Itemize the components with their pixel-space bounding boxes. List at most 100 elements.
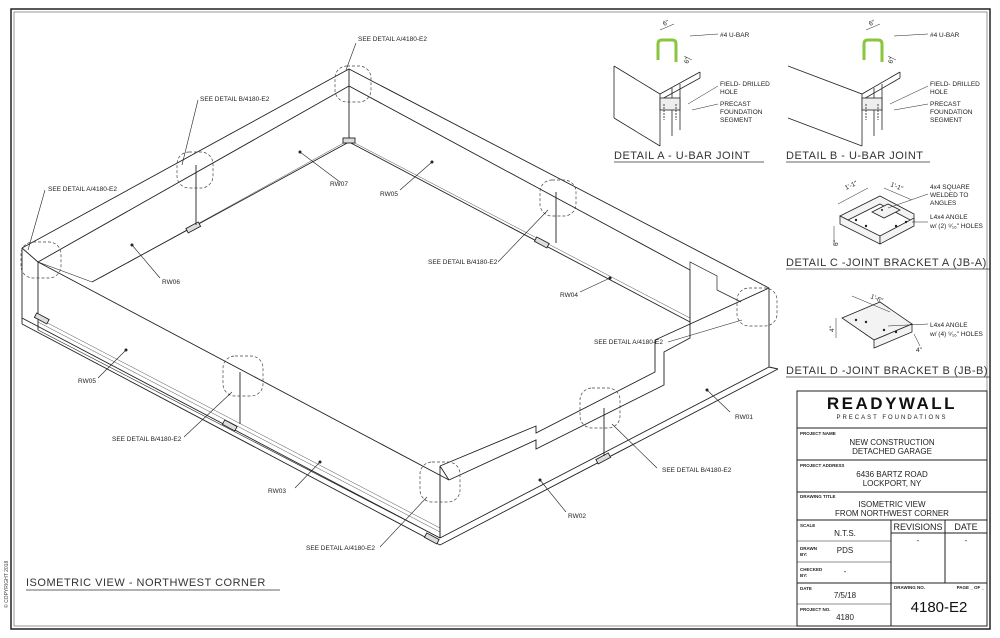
callout-detail-a-top: SEE DETAIL A/4180-E2 xyxy=(358,36,427,43)
callout-detail-b-left: SEE DETAIL B/4180-E2 xyxy=(112,436,182,443)
page-of-label: PAGE _ OF _ xyxy=(957,585,985,590)
revision-entry: - xyxy=(917,536,920,545)
project-no-label: PROJECT NO. xyxy=(800,607,831,612)
detail-d-dim-w: 4" xyxy=(916,347,923,354)
west-wall-guide-1 xyxy=(37,317,441,529)
panel-label-rw02: RW02 xyxy=(568,513,586,520)
west-wall-guide-2 xyxy=(37,321,441,533)
drawing-no-label: DRAWING NO. xyxy=(894,585,925,590)
callout-detail-a-right: SEE DETAIL A/4180-E2 xyxy=(594,339,663,346)
detail-c-sq-label-3: ANGLES xyxy=(930,200,957,207)
detail-a-seg-label-2: FOUNDATION xyxy=(720,109,763,116)
checked-by-label-2: BY: xyxy=(800,573,808,578)
detail-a: 6" 6" #4 U-BAR FIELD- DRILLED HOLE PRECA… xyxy=(613,19,770,163)
detail-d: 1'-6" 4" 4" L4x4 ANGLE w/ (4) ⁹⁄₁₆" HOLE… xyxy=(786,293,990,378)
north-wall-step xyxy=(689,261,742,303)
address-line-2: LOCKPORT, NY xyxy=(863,479,922,488)
joint-bracket xyxy=(33,312,50,325)
panel-label-rw05-top: RW05 xyxy=(380,191,398,198)
project-name-line-2: DETACHED GARAGE xyxy=(852,447,932,456)
drawing-number: 4180-E2 xyxy=(911,599,968,616)
detail-b-seg-label-2: FOUNDATION xyxy=(930,109,973,116)
view-title: ISOMETRIC VIEW - NORTHWEST CORNER xyxy=(26,577,266,589)
detail-circle xyxy=(20,241,62,279)
detail-a-title: DETAIL A - U-BAR JOINT xyxy=(614,150,750,162)
detail-c-dim-right: 1'-1" xyxy=(889,181,904,193)
sw-corner-top xyxy=(439,465,450,481)
leader-lines xyxy=(27,42,743,548)
address-line-1: 6436 BARTZ ROAD xyxy=(856,470,928,479)
detail-circle xyxy=(539,179,577,217)
drawing-title-line-1: ISOMETRIC VIEW xyxy=(858,500,926,509)
detail-c-sq-label-2: WELDED TO xyxy=(930,192,968,199)
detail-circles xyxy=(20,65,778,503)
detail-a-dim-top: 6" xyxy=(662,19,671,28)
revision-date-entry: - xyxy=(965,536,968,545)
detail-a-hole-label-1: FIELD- DRILLED xyxy=(720,81,770,88)
south-wall-footing-end xyxy=(768,366,779,370)
panel-label-rw04: RW04 xyxy=(560,292,578,299)
project-name-label: PROJECT NAME xyxy=(800,431,836,436)
scale-value: N.T.S. xyxy=(834,529,856,538)
drawing-title-line-2: FROM NORTHWEST CORNER xyxy=(835,509,949,518)
date-value: 7/5/18 xyxy=(834,591,857,600)
callout-detail-b-top: SEE DETAIL B/4180-E2 xyxy=(200,96,270,103)
detail-b: 6" 6" #4 U-BAR FIELD- DRILLED HOLE PRECA… xyxy=(786,19,980,163)
checked-by-value: - xyxy=(844,567,847,576)
joint-bracket xyxy=(595,452,612,465)
far-wall-inner-bottom xyxy=(91,141,691,323)
detail-a-hole-label-2: HOLE xyxy=(720,89,738,96)
detail-d-ang-label-2: w/ (4) ⁹⁄₁₆" HOLES xyxy=(929,331,984,338)
detail-b-dim-top: 6" xyxy=(868,19,877,28)
detail-b-hole-label-1: FIELD- DRILLED xyxy=(930,81,980,88)
west-wall-footing-line xyxy=(21,323,441,546)
joint-bracket xyxy=(221,419,238,432)
drawn-by-label-2: BY: xyxy=(800,552,808,557)
date-column-header: DATE xyxy=(954,522,977,532)
checked-by-label-1: CHECKED xyxy=(800,567,823,572)
detail-circle xyxy=(176,151,214,189)
drawing-title-label: DRAWING TITLE xyxy=(800,494,836,499)
brand-name: READYWALL xyxy=(827,394,957,413)
south-wall-top-inner xyxy=(448,270,691,481)
detail-circle xyxy=(419,461,461,503)
scale-label: SCALE xyxy=(800,523,815,528)
corner-nw-top xyxy=(21,247,39,263)
south-wall-outer-face xyxy=(439,288,770,539)
detail-b-title: DETAIL B - U-BAR JOINT xyxy=(786,150,924,162)
detail-d-dim-h: 4" xyxy=(829,325,836,332)
detail-circle xyxy=(222,355,264,397)
detail-b-dim-side: 6" xyxy=(887,56,896,65)
copyright-note: © COPYRIGHT 2018 xyxy=(3,561,10,608)
detail-c-dim-left: 1'-1" xyxy=(844,180,859,192)
detail-c-dim-height: 6" xyxy=(833,239,840,246)
callout-detail-b-bottom-right: SEE DETAIL B/4180-E2 xyxy=(662,467,732,474)
detail-circle xyxy=(736,287,778,327)
joint-bracket xyxy=(342,137,356,144)
detail-c-title: DETAIL C -JOINT BRACKET A (JB-A) xyxy=(786,257,987,269)
outer-border xyxy=(10,8,991,630)
callout-detail-b-right: SEE DETAIL B/4180-E2 xyxy=(428,259,498,266)
title-block xyxy=(796,390,988,627)
detail-c-ang-label-2: w/ (2) ⁹⁄₁₆" HOLES xyxy=(929,223,984,230)
brand-subtitle: PRECAST FOUNDATIONS xyxy=(836,415,947,421)
drawn-by-value: PDS xyxy=(837,546,853,555)
panel-label-rw03: RW03 xyxy=(268,488,286,495)
detail-a-seg-label-1: PRECAST xyxy=(720,101,751,108)
panel-label-rw07: RW07 xyxy=(330,181,348,188)
wall-top-inner-edge xyxy=(37,85,691,271)
far-wall-guide xyxy=(99,139,350,279)
wall-top-outer-edge xyxy=(21,68,770,289)
isometric-foundation xyxy=(21,68,779,546)
detail-c-sq-label-1: 4x4 SQUARE xyxy=(930,184,970,191)
south-wall-top-outer xyxy=(439,287,770,467)
project-no-value: 4180 xyxy=(836,613,854,622)
drawn-by-label-1: DRAWN xyxy=(800,546,817,551)
callout-detail-a-left: SEE DETAIL A/4180-E2 xyxy=(48,186,117,193)
panel-label-rw05-left: RW05 xyxy=(78,378,96,385)
detail-circle xyxy=(579,387,621,429)
joint-bracket xyxy=(533,236,550,249)
detail-d-dim-len: 1'-6" xyxy=(869,293,884,305)
panel-label-rw06: RW06 xyxy=(162,279,180,286)
